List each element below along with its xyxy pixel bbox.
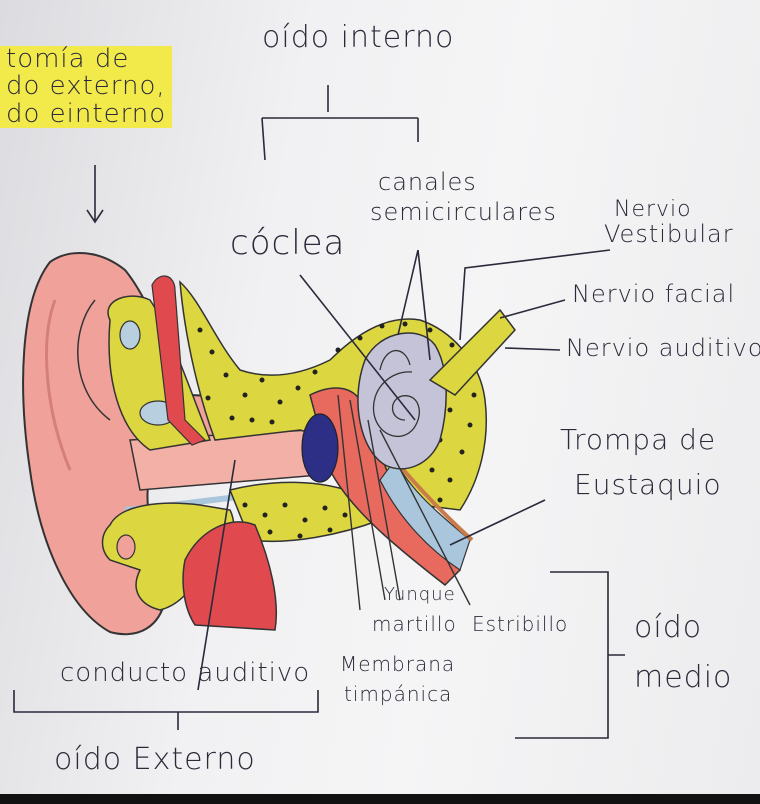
label-canales-1: canales — [378, 170, 477, 195]
label-martillo: martillo — [372, 614, 457, 635]
label-coclea: cóclea — [230, 226, 345, 262]
header-note-line-2: do externo, — [0, 73, 172, 100]
label-estribillo: Estribillo — [472, 614, 568, 635]
bottom-dark-edge — [0, 794, 760, 804]
tympanic-membrane — [302, 414, 338, 482]
label-membrana-1: Membrana — [340, 654, 455, 675]
header-note-line-3: do einterno — [0, 101, 172, 128]
label-membrana-2: timpánica — [344, 684, 452, 705]
cochlea — [358, 333, 446, 469]
label-yunque: Yunque — [384, 586, 456, 605]
label-oido-medio-2: medio — [634, 662, 732, 694]
cartilage-hole-1 — [120, 321, 140, 349]
label-nervio-facial: Nervio facial — [572, 282, 735, 307]
label-nervio-vestibular-2: Vestibular — [604, 222, 734, 247]
label-oido-interno: oído interno — [262, 22, 454, 54]
header-note: tomía de do externo, do einterno — [0, 46, 172, 128]
label-oido-externo: oído Externo — [54, 744, 256, 776]
label-conducto-auditivo: conducto auditivo — [60, 660, 310, 687]
header-note-line-1: tomía de — [0, 46, 172, 73]
label-nervio-auditivo: Nervio auditivo — [566, 336, 760, 361]
label-nervio-vestibular-1: Nervio — [614, 198, 692, 221]
cartilage-lower-hole — [117, 535, 135, 559]
label-canales-2: semicirculares — [370, 200, 557, 225]
label-trompa-2: Eustaquio — [574, 470, 722, 499]
label-oido-medio-1: oído — [634, 612, 702, 644]
label-trompa-1: Trompa de — [560, 425, 716, 454]
